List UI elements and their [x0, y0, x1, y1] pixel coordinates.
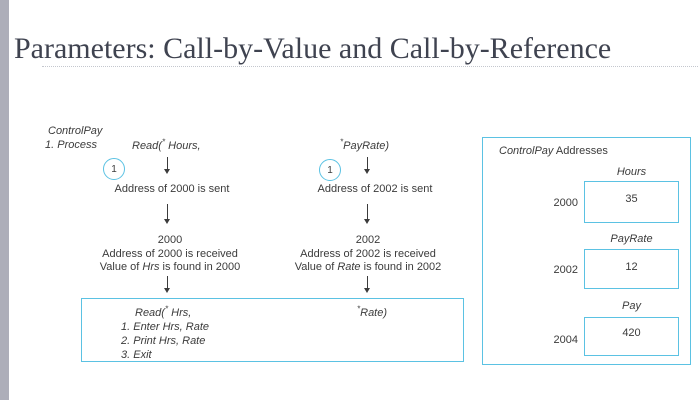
- address-sent-note-hours: Address of 2000 is sent: [114, 183, 230, 195]
- call-pre: Read(: [132, 140, 162, 152]
- slide-title: Parameters: Call-by-Value and Call-by-Re…: [14, 32, 612, 65]
- program-name-label: ControlPay: [48, 125, 103, 137]
- asterisk-superscript: *: [357, 304, 361, 314]
- address-received-note: Address of 2002 is received: [300, 247, 436, 260]
- address-received-block-payrate: 2002 Address of 2002 is received Value o…: [273, 234, 463, 275]
- call-post: Hours,: [165, 140, 201, 152]
- step-badge-label: 1: [111, 163, 117, 175]
- memory-cell: 420: [584, 317, 679, 356]
- step-badge-1-payrate: 1: [319, 159, 341, 181]
- variable-name: Hrs: [142, 261, 160, 273]
- subroutine-step: 3. Exit: [121, 349, 152, 361]
- memory-address: 2002: [553, 264, 578, 276]
- step-badge-label: 1: [327, 164, 333, 176]
- memory-variable-label: PayRate: [610, 233, 653, 245]
- asterisk-superscript: *: [161, 137, 166, 147]
- memory-value: 420: [622, 327, 641, 339]
- asterisk-superscript: *: [340, 137, 344, 147]
- memory-address: 2004: [553, 334, 578, 346]
- value-found-note: Value of Rate is found in 2002: [294, 261, 442, 273]
- value-found-note: Value of Hrs is found in 2000: [99, 261, 241, 273]
- memory-address-label: 2002: [355, 234, 381, 246]
- address-received-note: Address of 2000 is received: [102, 247, 238, 260]
- down-arrow: [164, 276, 170, 293]
- program-step-label: 1. Process: [45, 139, 97, 151]
- call-header-hours: Read(* Hours,: [132, 137, 201, 152]
- slide-accent-bar: [0, 0, 9, 400]
- down-arrow: [164, 204, 170, 224]
- subroutine-box: Read(* Hrs, 1. Enter Hrs, Rate 2. Print …: [81, 298, 464, 362]
- subroutine-code: Read(* Hrs, 1. Enter Hrs, Rate 2. Print …: [121, 304, 210, 362]
- variable-name: Rate: [337, 261, 361, 273]
- subroutine-header: Read(* Hrs,: [135, 304, 192, 319]
- address-sent-note-payrate: Address of 2002 is sent: [317, 183, 433, 195]
- memory-address: 2000: [553, 197, 578, 209]
- subroutine-param: *Rate): [357, 304, 388, 319]
- memory-cell: 35: [584, 181, 679, 223]
- title-underline: [42, 66, 698, 67]
- memory-variable-label: Hours: [616, 166, 647, 178]
- step-badge-1-hours: 1: [103, 158, 125, 180]
- address-received-block-hours: 2000 Address of 2000 is received Value o…: [75, 234, 265, 275]
- asterisk-superscript: *: [164, 304, 169, 314]
- memory-panel-title: ControlPay Addresses: [499, 145, 608, 157]
- call-header-payrate: *PayRate): [340, 137, 389, 152]
- memory-panel: ControlPay Addresses Hours 2000 35 PayRa…: [482, 137, 691, 365]
- subroutine-step: 1. Enter Hrs, Rate: [121, 321, 210, 333]
- down-arrow: [164, 157, 170, 174]
- down-arrow: [364, 276, 370, 293]
- subroutine-step: 2. Print Hrs, Rate: [121, 335, 206, 347]
- down-arrow: [364, 157, 370, 174]
- call-post: PayRate): [343, 140, 389, 152]
- memory-value: 35: [625, 193, 638, 205]
- down-arrow: [364, 204, 370, 224]
- memory-address-label: 2000: [157, 234, 183, 246]
- memory-variable-label: Pay: [622, 300, 641, 312]
- memory-cell: 12: [584, 249, 679, 289]
- memory-value: 12: [625, 261, 638, 273]
